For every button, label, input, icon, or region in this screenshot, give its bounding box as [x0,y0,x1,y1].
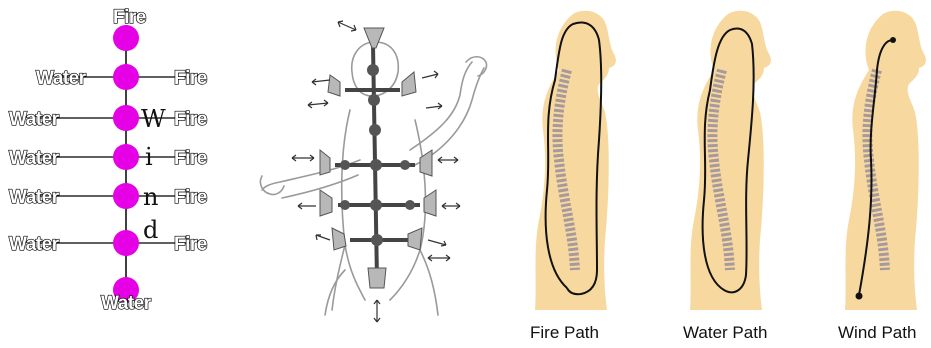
node-2 [113,105,139,131]
wind-letter-i: i [145,143,153,171]
node-3 [113,144,139,170]
row-3-left-label: Water [9,148,60,169]
wind-letter-n: n [143,183,158,211]
row-5-right-label: Fire [174,234,207,255]
bottom-water-label: Water [101,293,152,314]
row-2-left-label: Water [9,109,60,130]
row-2-right-label: Fire [174,109,207,130]
channel-diagram: Fire Water Water Fire Water Fire Water F… [0,0,225,348]
wind-letter-w: W [141,105,166,133]
fire-path-figure [535,11,616,310]
water-path-caption: Water Path [683,323,767,343]
wind-path-figure [845,11,926,310]
body-paths [520,0,931,325]
row-1-right-label: Fire [174,68,207,89]
row-4-right-label: Fire [174,187,207,208]
water-path-figure [690,11,771,310]
node-top [113,25,139,51]
node-1 [113,64,139,90]
node-4 [113,183,139,209]
fire-path-caption: Fire Path [530,323,599,343]
top-fire-label: Fire [113,7,146,28]
row-1-left-label: Water [36,68,87,89]
row-3-right-label: Fire [174,148,207,169]
row-4-left-label: Water [9,187,60,208]
chakra-sketch [240,0,510,348]
row-5-left-label: Water [9,234,60,255]
node-5 [113,230,139,256]
wind-letter-d: d [143,216,158,244]
wind-path-caption: Wind Path [838,323,916,343]
